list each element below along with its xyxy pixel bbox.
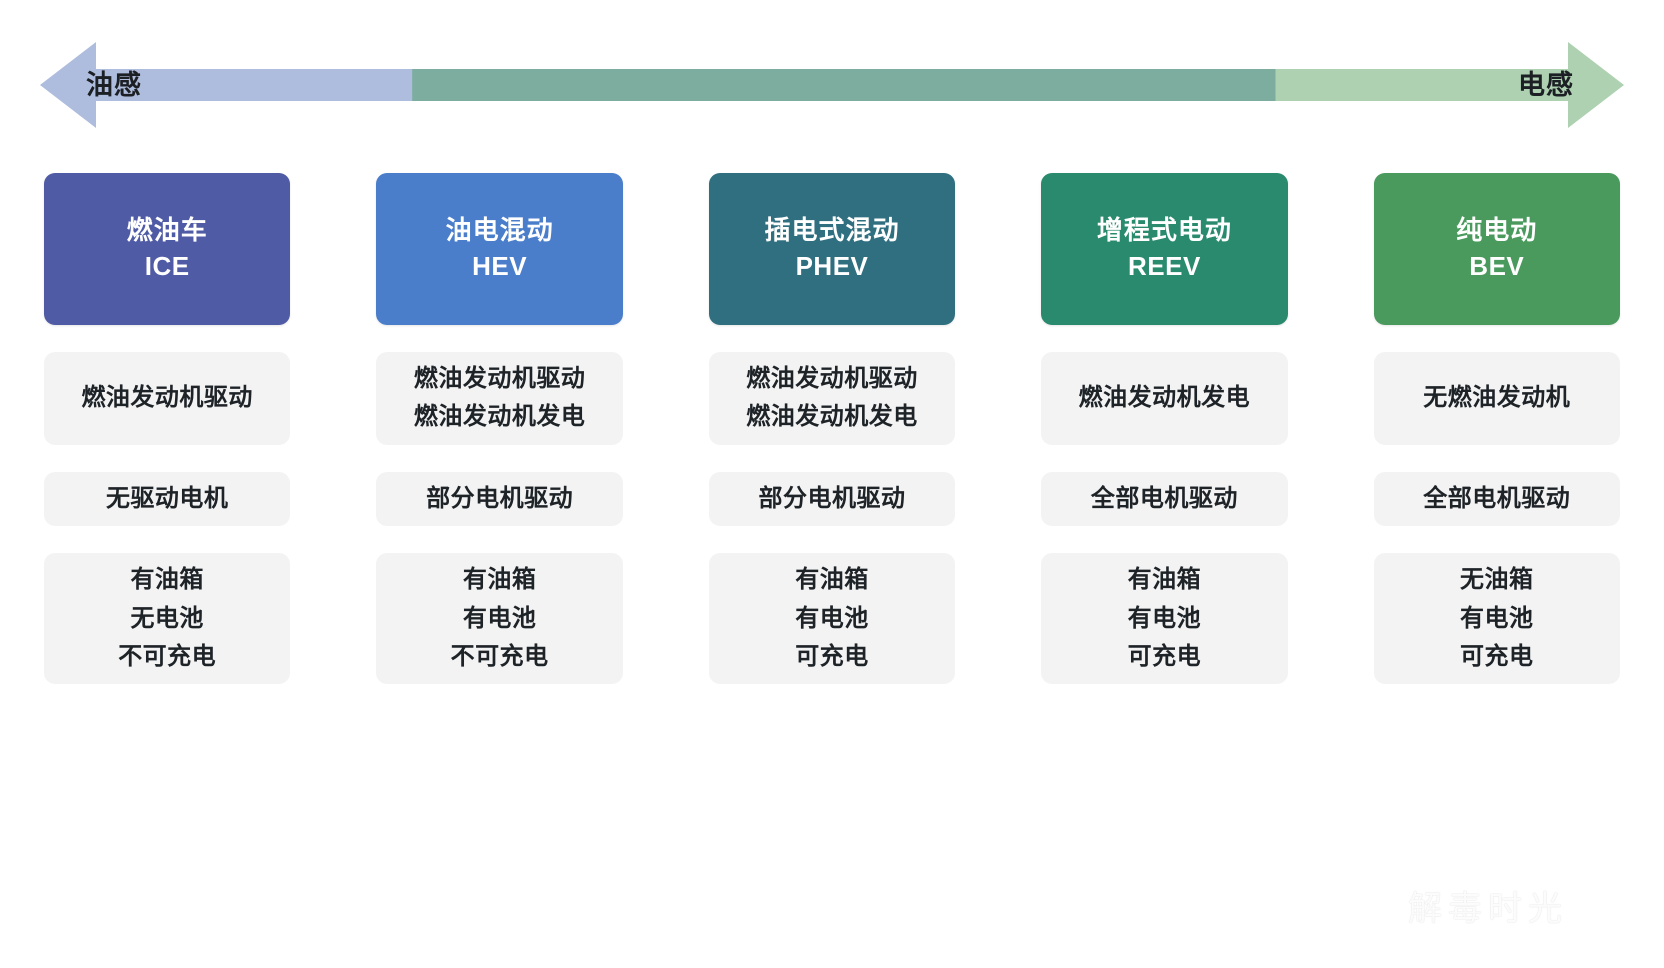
info-card-tank-bev: 无油箱有电池可充电 [1373,553,1620,685]
info-card-line: 燃油发动机发电 [746,403,918,431]
info-card-motor-phev: 部分电机驱动 [708,471,956,527]
info-card-drive-reev: 燃油发动机发电 [1041,352,1288,445]
header-card-ice[interactable]: 燃油车 ICE [44,173,291,325]
info-card-line: 有电池 [795,604,869,632]
header-card-title-cn: 油电混动 [445,215,554,246]
spectrum-segment-mixed [412,42,1277,128]
header-card-title-en: PHEV [795,251,869,281]
info-card-line: 无油箱 [1460,566,1534,594]
info-card-line: 有油箱 [130,566,204,594]
info-card-line: 有电池 [462,604,537,632]
info-card-line: 燃油发动机发电 [413,403,586,431]
header-card-hev[interactable]: 油电混动 HEV [376,173,623,325]
info-card-motor-reev: 全部电机驱动 [1041,471,1288,527]
info-card-line: 可充电 [795,642,869,670]
spectrum-arrow-bar: 油感 电感 [0,26,1664,144]
info-card-motor-bev: 全部电机驱动 [1373,471,1620,527]
info-card-line: 无燃油发动机 [1423,384,1571,412]
info-card-line: 可充电 [1460,642,1534,670]
info-card-line: 全部电机驱动 [1423,484,1571,512]
header-card-bev[interactable]: 纯电动 BEV [1373,173,1620,325]
info-card-line: 燃油发动机驱动 [413,365,586,392]
info-card-line: 全部电机驱动 [1090,484,1238,512]
header-card-title-cn: 纯电动 [1456,215,1538,246]
powertrain-comparison-grid: 燃油车 ICE 油电混动 HEV 插电式混动 PHEV 增程式电动 REEV 纯… [44,173,1620,685]
info-card-line: 燃油发动机驱动 [81,384,253,412]
info-card-line: 燃油发动机驱动 [746,365,918,392]
info-card-line: 燃油发动机发电 [1078,384,1251,412]
header-card-title-en: ICE [144,251,190,281]
header-card-title-cn: 增程式电动 [1096,215,1232,246]
info-card-tank-ice: 有油箱无电池不可充电 [44,553,291,685]
header-card-phev[interactable]: 插电式混动 PHEV [708,173,956,325]
info-card-line: 有电池 [1460,604,1534,632]
info-card-motor-hev: 部分电机驱动 [376,471,623,527]
info-card-line: 有油箱 [1127,566,1202,594]
info-card-line: 部分电机驱动 [426,484,574,512]
info-card-tank-hev: 有油箱有电池不可充电 [376,553,623,685]
header-card-title-cn: 插电式混动 [764,215,900,246]
info-card-line: 不可充电 [118,642,217,670]
info-card-drive-hev: 燃油发动机驱动燃油发动机发电 [376,352,623,445]
spectrum-left-label: 油感 [86,69,142,100]
info-card-line: 不可充电 [450,642,549,670]
header-card-title-en: HEV [472,251,528,281]
header-card-reev[interactable]: 增程式电动 REEV [1041,173,1288,325]
spectrum-segments [40,42,1624,128]
info-card-drive-bev: 无燃油发动机 [1373,352,1620,445]
info-card-motor-ice: 无驱动电机 [44,471,291,527]
header-card-title-cn: 燃油车 [126,215,208,246]
info-card-tank-reev: 有油箱有电池可充电 [1041,553,1288,685]
info-card-drive-ice: 燃油发动机驱动 [44,352,291,445]
info-card-line: 可充电 [1127,642,1202,670]
info-card-tank-phev: 有油箱有电池可充电 [708,553,956,685]
header-card-title-en: REEV [1127,251,1201,281]
info-card-line: 无驱动电机 [105,484,229,512]
info-card-line: 有电池 [1127,604,1202,632]
info-card-line: 无电池 [130,604,204,632]
watermark: 解毒时光 [1408,890,1568,928]
spectrum-right-label: 电感 [1518,69,1574,100]
info-card-line: 部分电机驱动 [758,484,906,512]
info-card-drive-phev: 燃油发动机驱动燃油发动机发电 [708,352,956,445]
spectrum-arrow-svg [40,42,1624,128]
header-card-title-en: BEV [1469,251,1525,281]
info-card-line: 有油箱 [795,566,869,594]
info-card-line: 有油箱 [462,566,537,594]
